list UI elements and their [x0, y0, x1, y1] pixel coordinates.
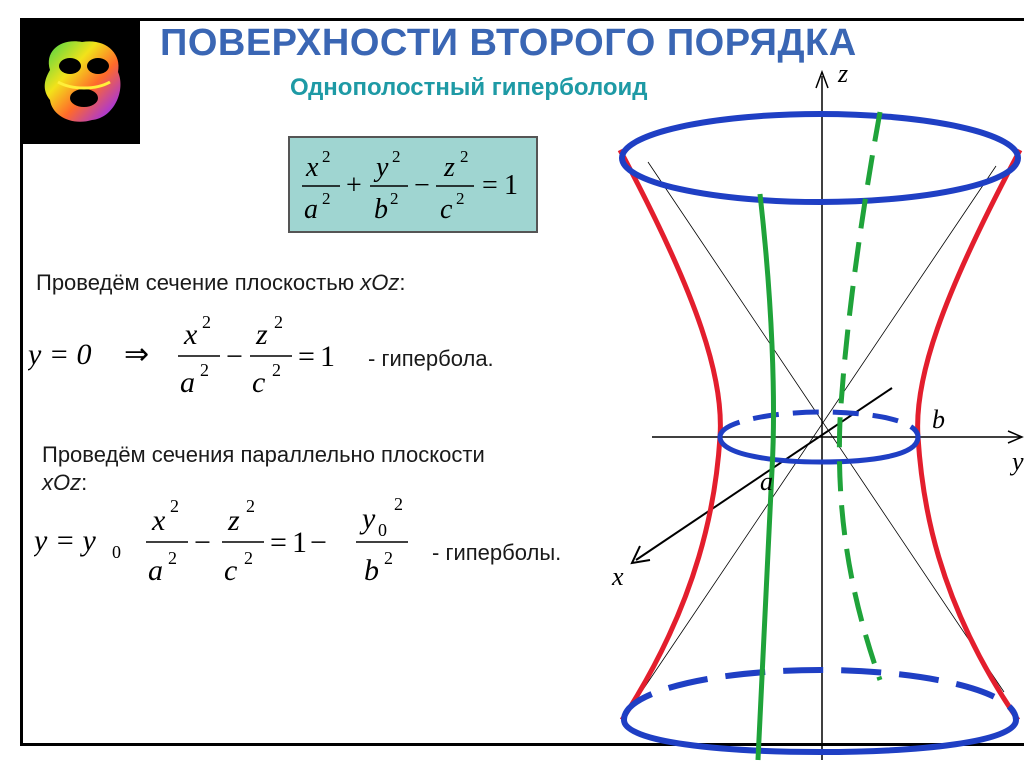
main-equation-box: x 2 a 2 + y 2 b 2 − z 2 c 2 = 1	[288, 136, 538, 233]
svg-text:x: x	[151, 504, 166, 537]
svg-text:2: 2	[168, 548, 177, 568]
x-axis	[635, 387, 893, 561]
red-hyperbola-left	[617, 148, 723, 722]
hyperboloid-3d-icon	[22, 20, 140, 144]
section2-equation: y = y 0 x 2 a 2 − z 2 c 2 = 1 − y 0 2 b …	[31, 488, 424, 597]
svg-text:c: c	[252, 366, 265, 399]
svg-text:2: 2	[170, 496, 179, 516]
svg-text:=: =	[298, 340, 315, 373]
svg-text:y: y	[359, 502, 376, 535]
section1-text: Проведём сечение плоскостью xOz:	[36, 270, 406, 295]
top-ellipse	[619, 111, 1021, 205]
svg-text:2: 2	[274, 312, 283, 332]
eq-c-exp: 2	[456, 189, 465, 208]
svg-text:a: a	[148, 554, 163, 587]
svg-text:x: x	[183, 318, 198, 351]
svg-text:=: =	[270, 526, 287, 559]
svg-text:c: c	[224, 554, 237, 587]
svg-text:0: 0	[112, 542, 121, 562]
slide-title: ПОВЕРХНОСТИ ВТОРОГО ПОРЯДКА	[160, 22, 857, 64]
y-axis-label: y	[1009, 447, 1024, 476]
eq-plus: +	[346, 170, 362, 201]
eq-b: b	[374, 194, 388, 225]
eq-z: z	[443, 152, 455, 183]
s1-cond: y = 0	[28, 338, 92, 371]
section1-result: - гипербола.	[368, 346, 494, 371]
s2-cond: y = y	[34, 524, 97, 557]
svg-text:2: 2	[246, 496, 255, 516]
svg-text:−: −	[194, 526, 211, 559]
eq-c: c	[440, 194, 453, 225]
svg-text:−: −	[310, 526, 327, 559]
eq-y-exp: 2	[392, 147, 401, 166]
svg-text:2: 2	[244, 548, 253, 568]
bottom-ellipse-front	[621, 719, 1019, 756]
svg-text:0: 0	[378, 520, 387, 540]
eq-x: x	[305, 152, 319, 183]
slide-frame	[20, 18, 1024, 746]
section2-text: Проведём сечения параллельно плоскости	[42, 442, 485, 467]
b-label: b	[932, 405, 945, 434]
middle-ellipse-front	[717, 436, 921, 465]
x-axis-label: x	[611, 562, 624, 591]
eq-a-exp: 2	[322, 189, 331, 208]
section2-result: - гиперболы.	[432, 540, 562, 565]
svg-text:−: −	[226, 340, 243, 373]
svg-text:2: 2	[394, 494, 403, 514]
svg-text:a: a	[180, 366, 195, 399]
svg-text:2: 2	[272, 360, 281, 380]
svg-text:b: b	[364, 554, 379, 587]
section2-plane: xOz:	[42, 470, 88, 495]
s1-implies: ⇒	[124, 338, 149, 371]
z-axis-label: z	[837, 59, 848, 88]
a-label: a	[760, 467, 773, 496]
middle-ellipse-back	[717, 409, 921, 438]
bottom-ellipse-back	[621, 666, 1019, 721]
green-hyperbola-front	[755, 193, 776, 761]
svg-text:z: z	[227, 504, 240, 537]
svg-text:2: 2	[202, 312, 211, 332]
section1-equation: y = 0 ⇒ x 2 a 2 − z 2 c 2 = 1	[25, 306, 368, 407]
red-hyperbola-right	[915, 148, 1023, 722]
slide-subtitle: Однополостный гиперболоид	[290, 74, 648, 101]
svg-text:2: 2	[200, 360, 209, 380]
eq-minus: −	[414, 170, 430, 201]
eq-y: y	[373, 152, 389, 183]
green-hyperbola-back	[836, 111, 883, 681]
eq-b-exp: 2	[390, 189, 399, 208]
eq-z-exp: 2	[460, 147, 469, 166]
svg-text:2: 2	[384, 548, 393, 568]
eq-a: a	[304, 194, 318, 225]
svg-text:1: 1	[292, 526, 307, 559]
eq-equals: =	[482, 170, 498, 201]
eq-x-exp: 2	[322, 147, 331, 166]
svg-text:1: 1	[320, 340, 335, 373]
eq-one: 1	[504, 170, 518, 201]
svg-text:z: z	[255, 318, 268, 351]
